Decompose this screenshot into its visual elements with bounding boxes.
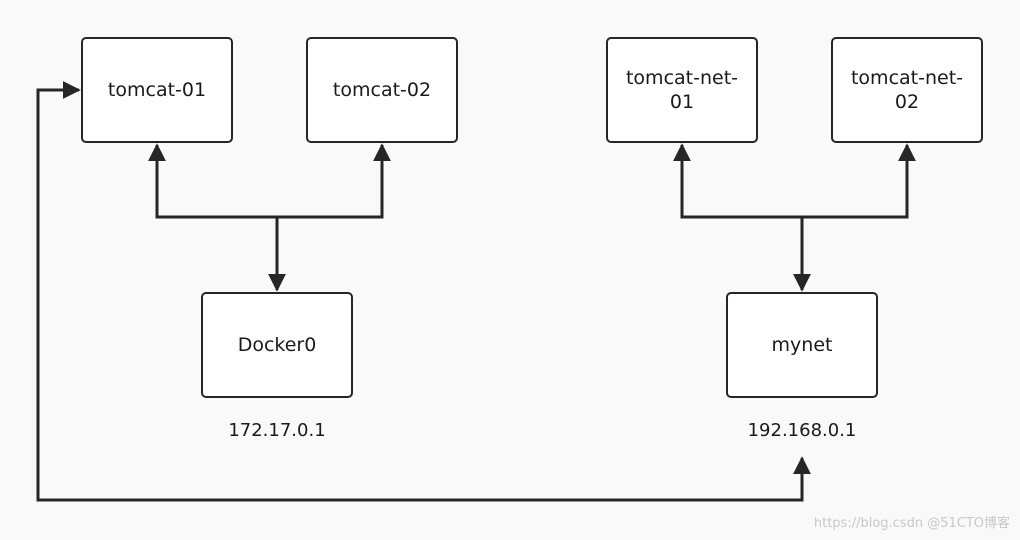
node-tomcat-02: tomcat-02 bbox=[306, 37, 458, 143]
docker0-ip-label: 172.17.0.1 bbox=[228, 420, 326, 441]
link-mynet-to-tomcat-net02 bbox=[802, 143, 916, 219]
link-bridge-to-tomcat02 bbox=[277, 143, 391, 219]
link-tomcat01-to-mynet bbox=[36, 81, 811, 502]
watermark: https://blog.csdn @51CTO博客 bbox=[813, 516, 1010, 531]
node-mynet: mynet bbox=[726, 292, 878, 398]
link-bridge-to-tomcat01 bbox=[148, 143, 277, 219]
mynet-ip-label: 192.168.0.1 bbox=[747, 420, 857, 441]
link-mynet-to-tomcat-net01 bbox=[673, 143, 802, 219]
node-docker0: Docker0 bbox=[201, 292, 353, 398]
node-tomcat-net-02: tomcat-net- 02 bbox=[831, 37, 983, 143]
node-tomcat-01: tomcat-01 bbox=[81, 37, 233, 143]
node-tomcat-net-01: tomcat-net- 01 bbox=[606, 37, 758, 143]
